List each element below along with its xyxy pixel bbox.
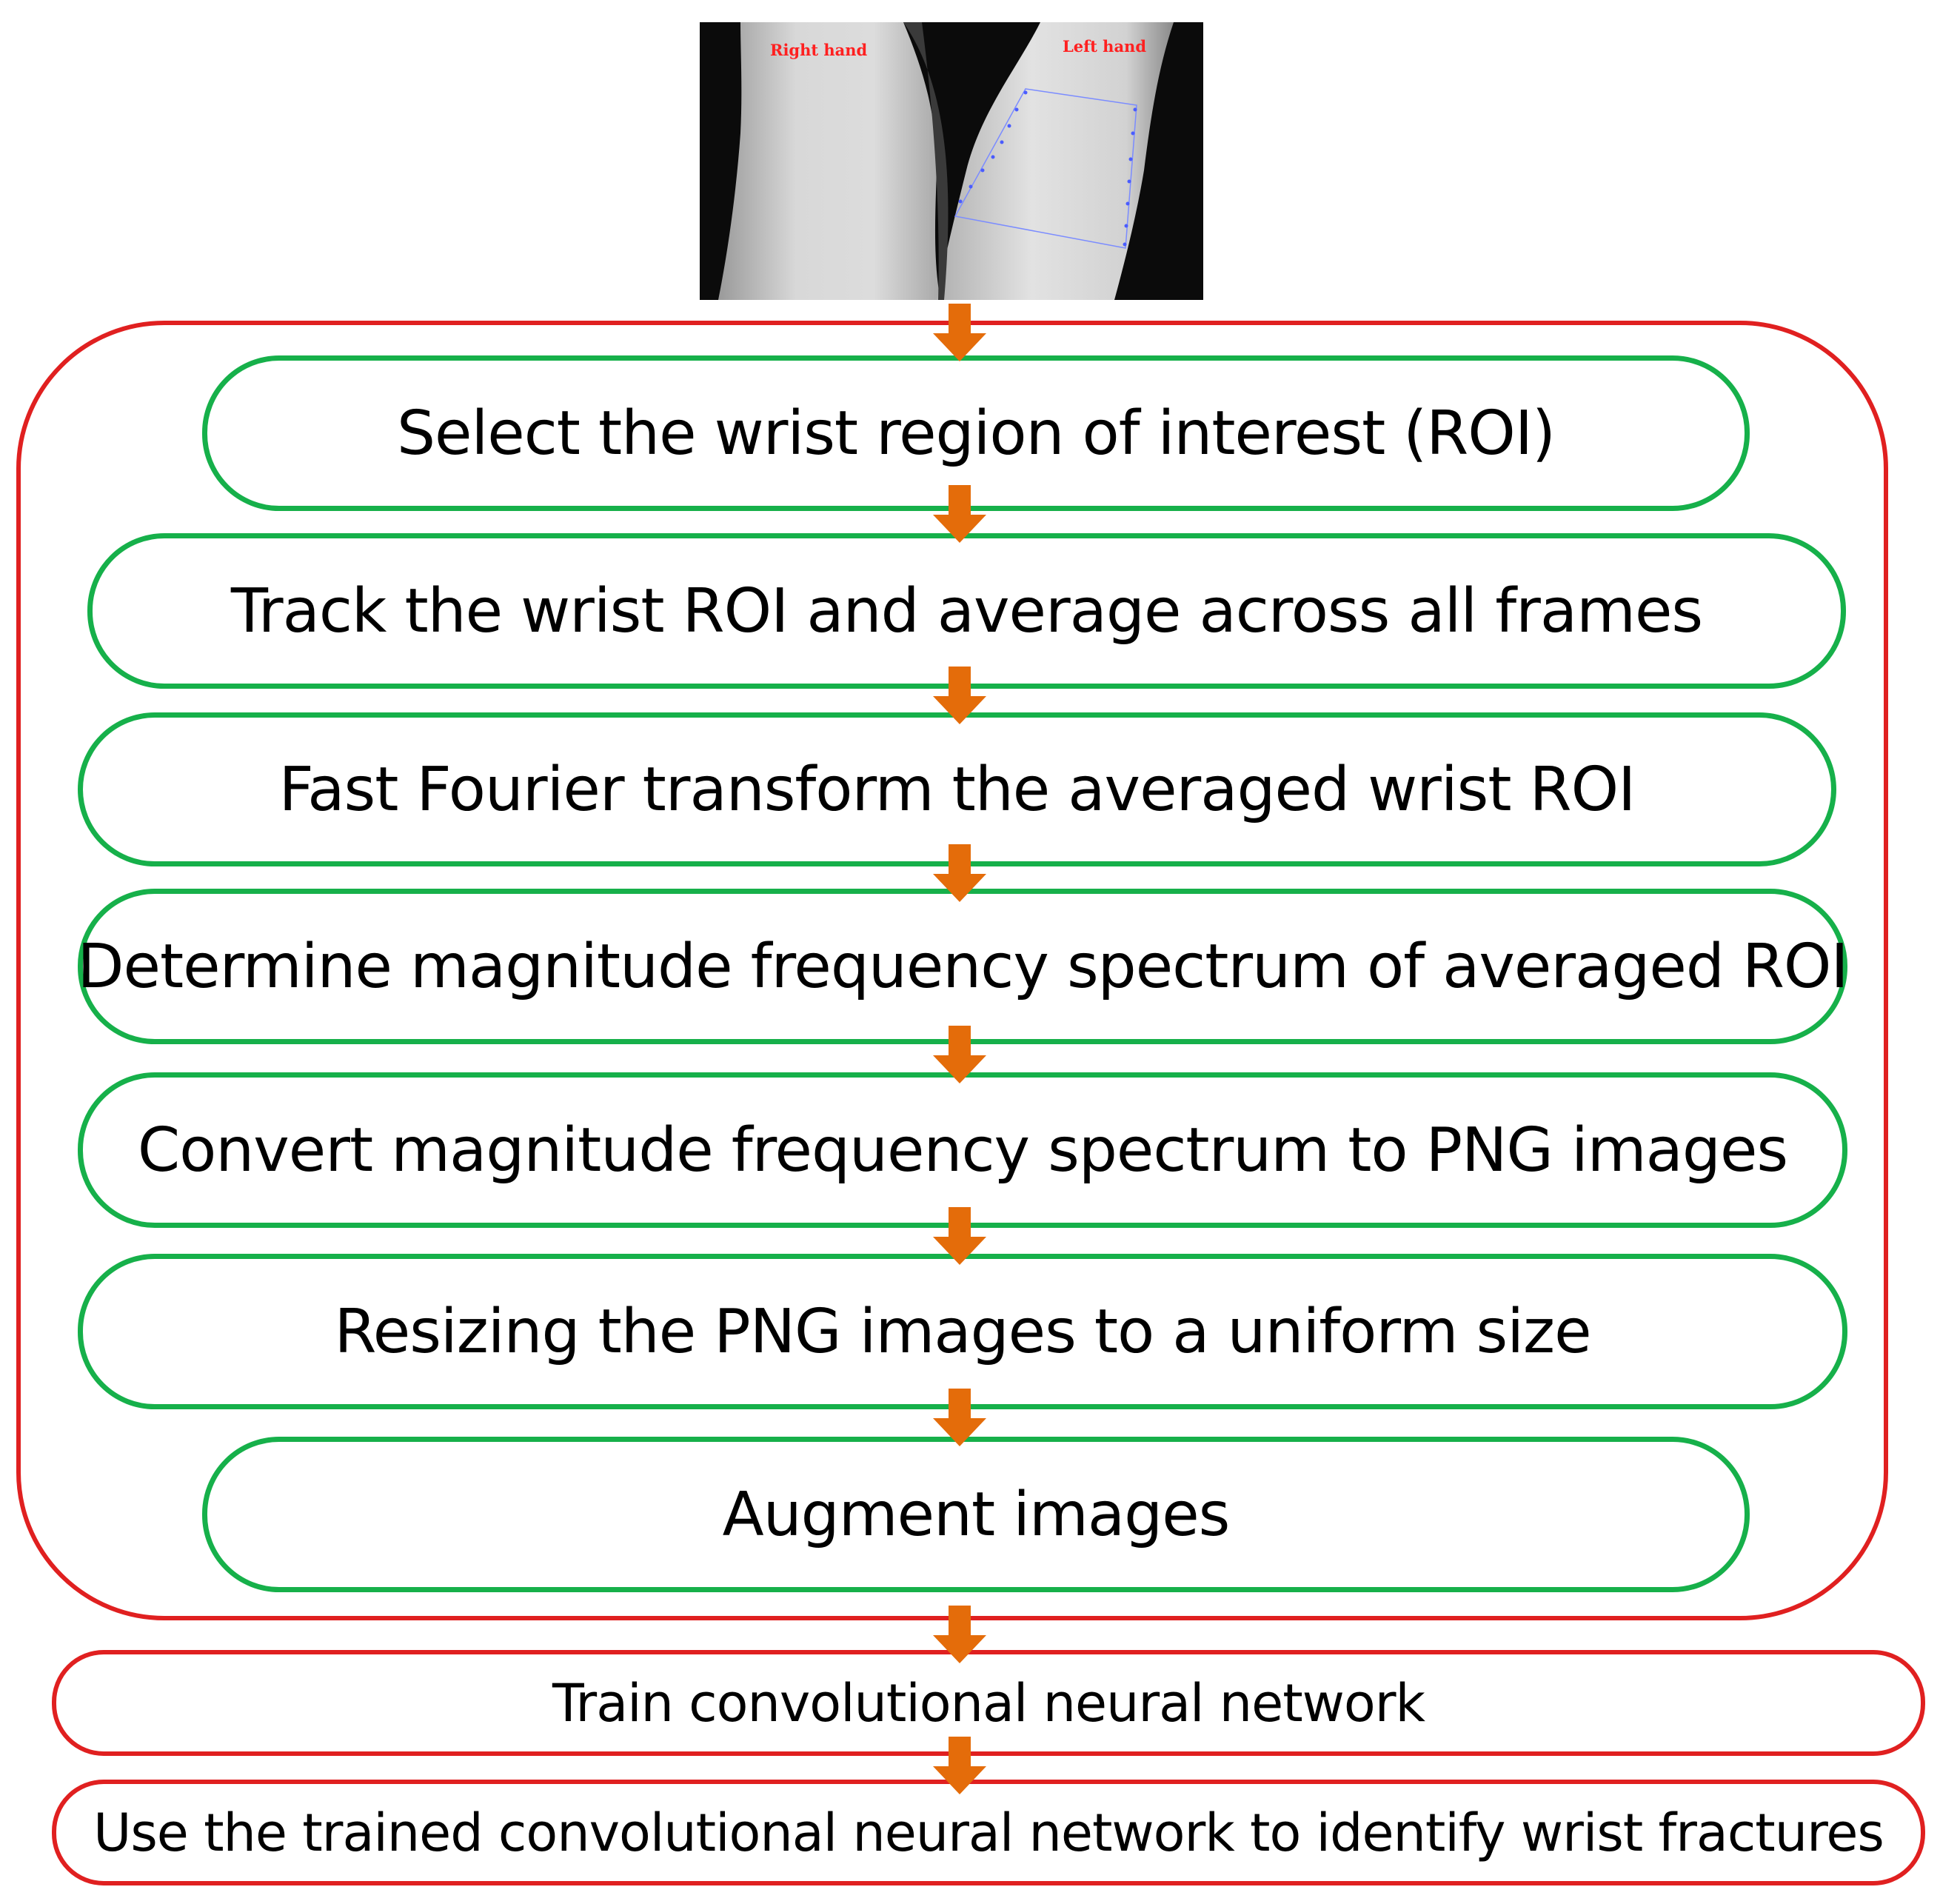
- step-label: Resizing the PNG images to a uniform siz…: [334, 1296, 1591, 1367]
- thermal-hands-image: Right hand Left hand: [700, 22, 1203, 300]
- arrow-down-icon: [929, 1389, 991, 1446]
- step-label: Select the wrist region of interest (ROI…: [396, 398, 1556, 469]
- step-train-cnn: Train convolutional neural network: [52, 1650, 1925, 1756]
- left-hand-label: Left hand: [1063, 37, 1146, 56]
- arrow-down-icon: [929, 485, 991, 543]
- final-step-label: Use the trained convolutional neural net…: [93, 1802, 1884, 1863]
- final-step-label: Train convolutional neural network: [552, 1672, 1425, 1734]
- step-select-roi: Select the wrist region of interest (ROI…: [202, 355, 1750, 511]
- arrow-down-icon: [929, 1026, 991, 1083]
- step-convert-png: Convert magnitude frequency spectrum to …: [78, 1072, 1847, 1228]
- step-resize: Resizing the PNG images to a uniform siz…: [78, 1254, 1847, 1409]
- step-magnitude-spectrum: Determine magnitude frequency spectrum o…: [77, 889, 1849, 1044]
- arrow-down-icon: [929, 1737, 991, 1794]
- step-label: Augment images: [722, 1479, 1231, 1550]
- step-label: Determine magnitude frequency spectrum o…: [77, 931, 1848, 1002]
- step-label: Convert magnitude frequency spectrum to …: [137, 1115, 1788, 1186]
- step-identify-fractures: Use the trained convolutional neural net…: [52, 1780, 1925, 1885]
- right-hand-label: Right hand: [770, 41, 868, 59]
- arrow-down-icon: [929, 304, 991, 361]
- arrow-down-icon: [929, 1207, 991, 1265]
- arrow-down-icon: [929, 1606, 991, 1663]
- arrow-down-icon: [929, 844, 991, 902]
- step-label: Track the wrist ROI and average across a…: [230, 575, 1703, 647]
- step-augment: Augment images: [202, 1437, 1750, 1592]
- step-fft: Fast Fourier transform the averaged wris…: [78, 712, 1836, 866]
- step-track-roi: Track the wrist ROI and average across a…: [87, 533, 1846, 689]
- arrow-down-icon: [929, 667, 991, 724]
- step-label: Fast Fourier transform the averaged wris…: [278, 754, 1636, 825]
